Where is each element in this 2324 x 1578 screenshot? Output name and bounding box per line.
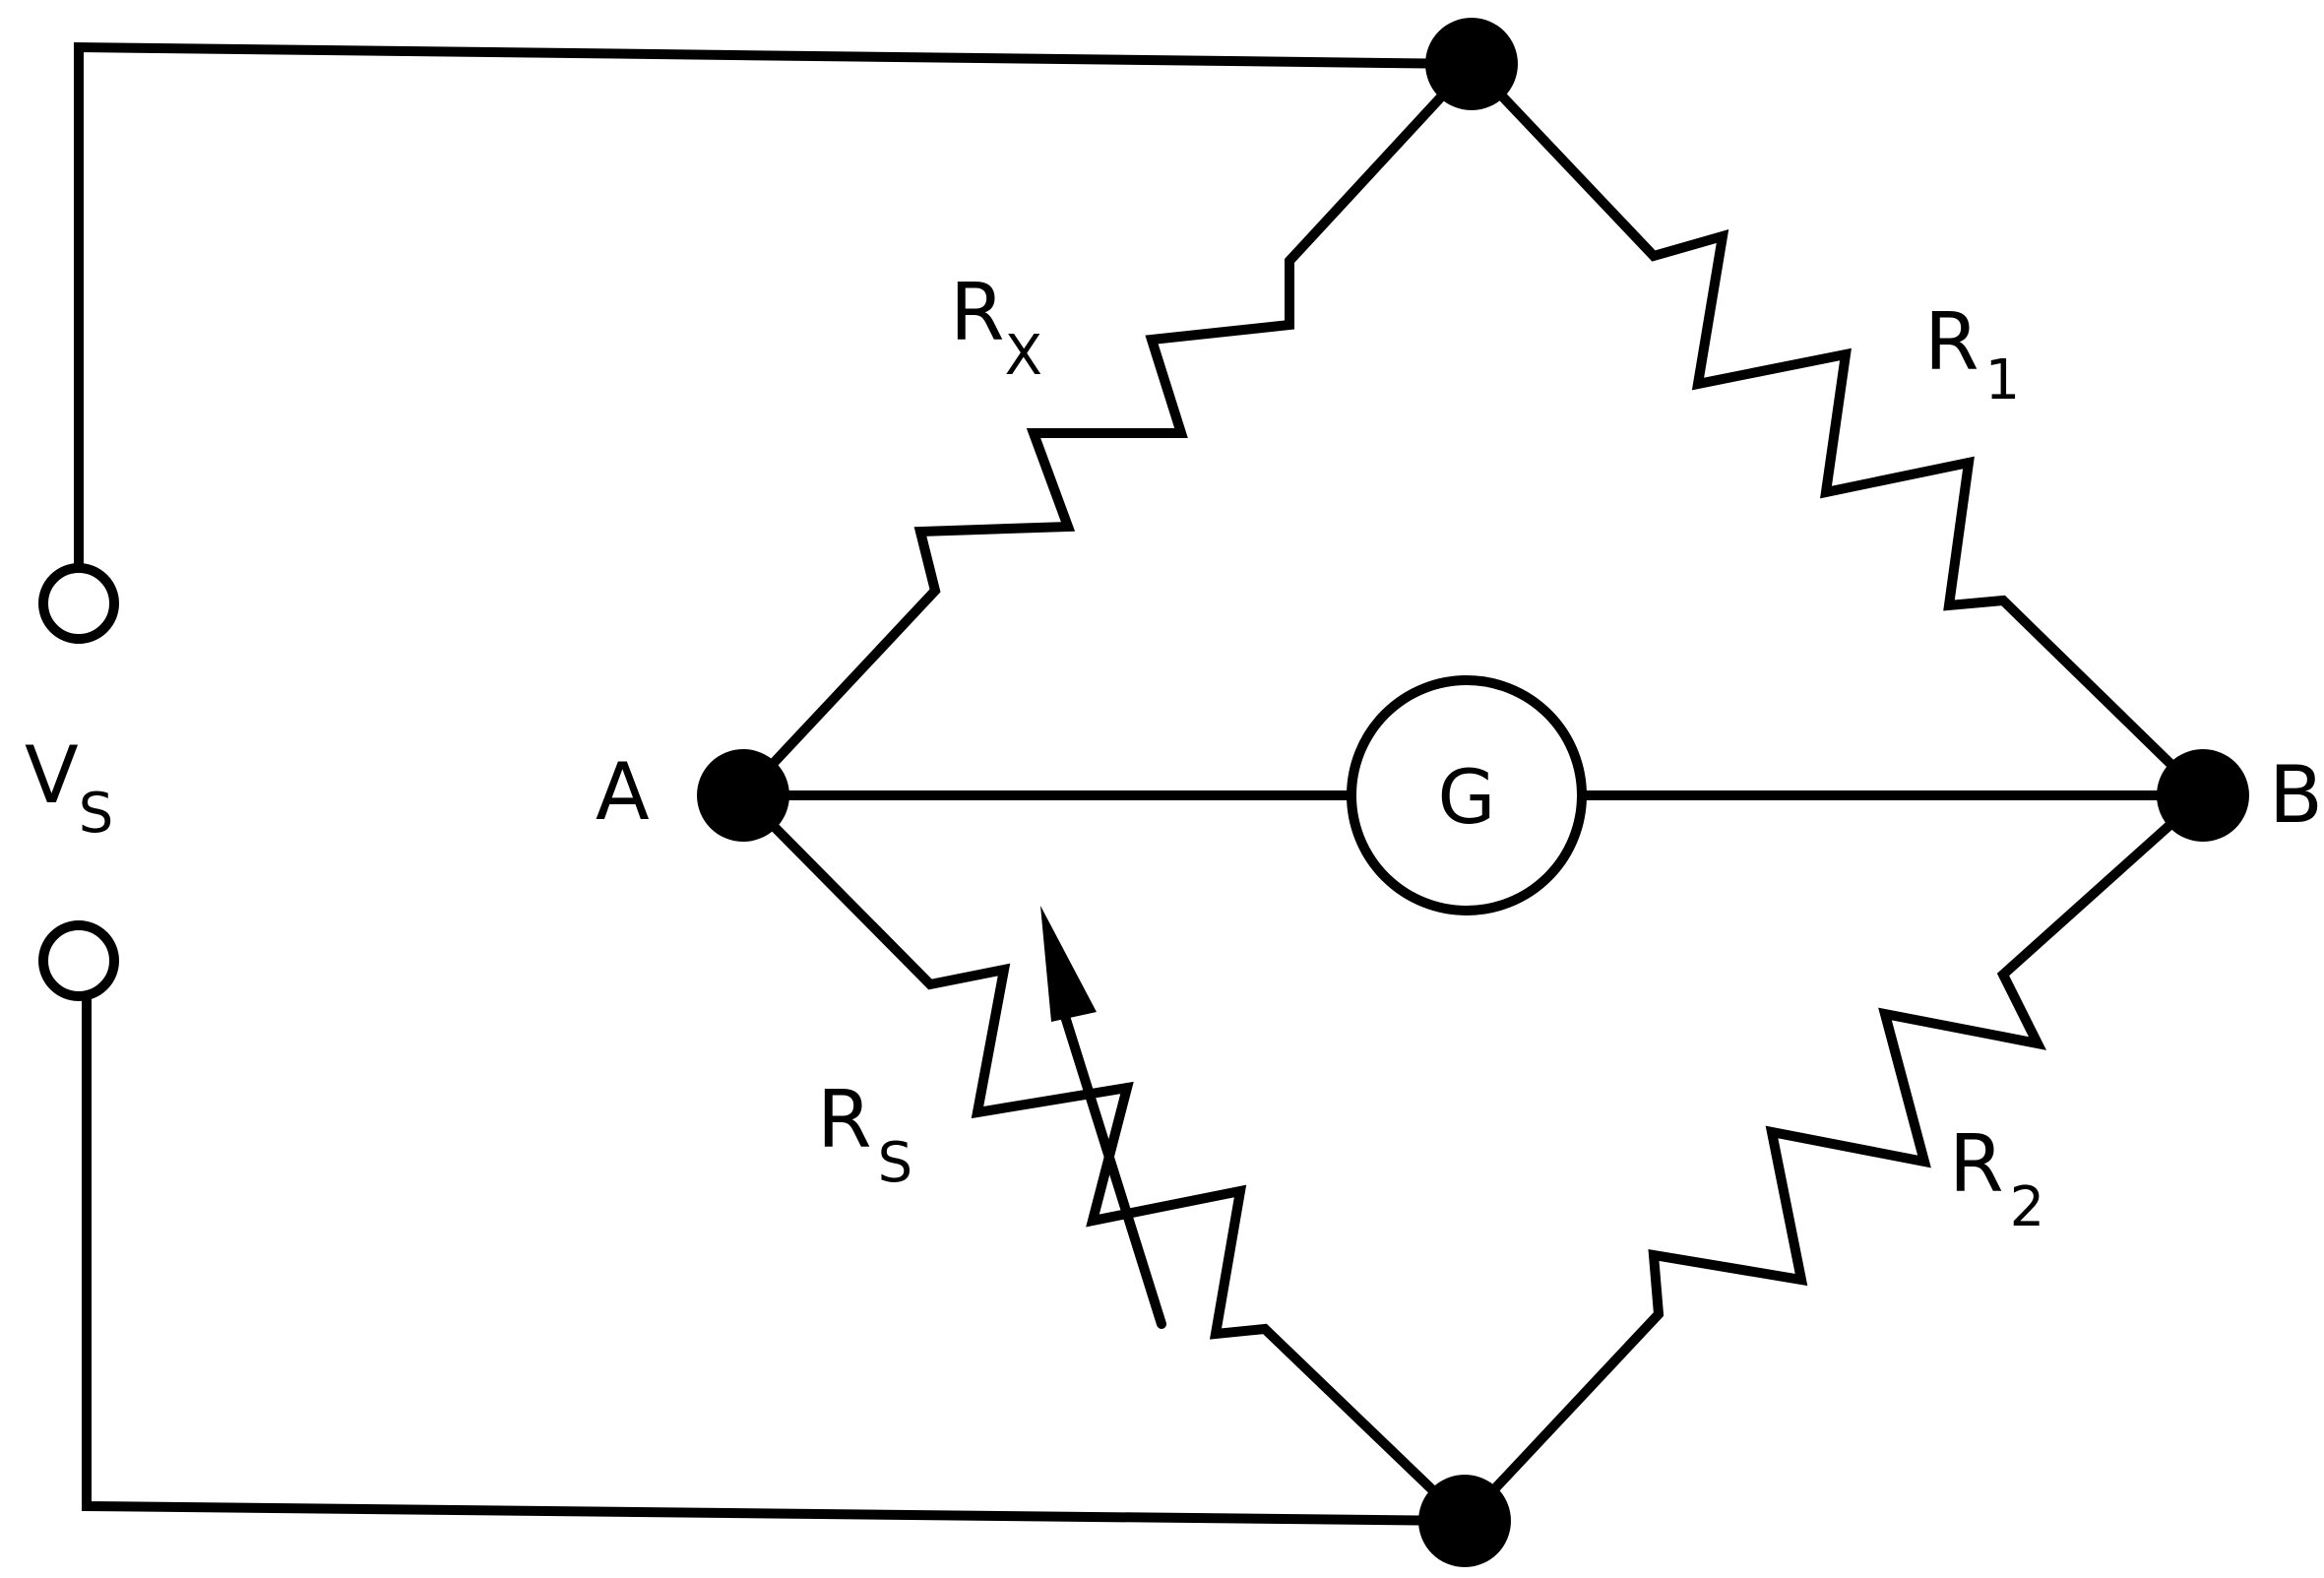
source-top-wire [74,41,1476,576]
label-node-b: B [2269,749,2323,841]
label-vs: VS [25,729,113,846]
variable-arrow-shaft [1053,989,1166,1329]
node-top [1425,18,1518,110]
node-a [697,749,789,842]
label-node-a: A [596,746,650,838]
source-bottom-wire [82,991,1470,1526]
source-terminal-positive [38,563,119,644]
source-terminal-negative [38,920,119,1001]
node-b [2157,749,2249,842]
resistor-rx [735,56,1479,803]
resistor-r2 [1457,788,2211,1529]
resistor-r1 [1464,56,2211,803]
node-bottom [1418,1475,1511,1567]
label-galvanometer: G [1438,753,1496,841]
label-rx: RX [950,267,1042,388]
galvanometer [1347,675,1587,915]
variable-arrow-head-icon [1040,906,1097,1022]
